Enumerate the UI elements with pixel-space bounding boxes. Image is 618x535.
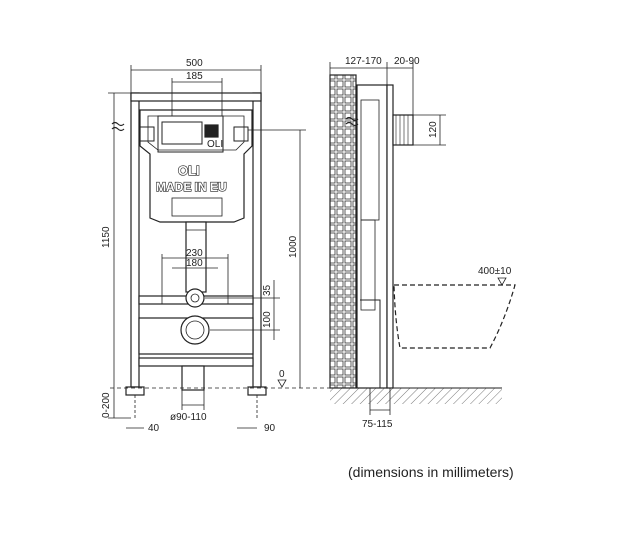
inlet-thread bbox=[395, 115, 409, 145]
units-caption: (dimensions in millimeters) bbox=[348, 464, 514, 480]
zero-marker-icon bbox=[277, 379, 287, 388]
side-water-inlet-icon bbox=[345, 116, 359, 127]
front-dimension-lines bbox=[108, 65, 306, 429]
brand-text: MADE IN EU bbox=[156, 180, 227, 194]
flush-plate-opening bbox=[157, 115, 224, 153]
flush-outlet-inner bbox=[190, 293, 200, 303]
dim-label-pipe: ø90-110 bbox=[170, 412, 207, 423]
dim-label-90: 90 bbox=[264, 423, 276, 434]
dim-label-35: 35 bbox=[262, 284, 273, 296]
dim-label-120: 120 bbox=[428, 121, 439, 138]
cistern-inner bbox=[147, 115, 245, 151]
dim-label-0-200: 0-200 bbox=[101, 392, 112, 418]
cistern-window bbox=[171, 197, 223, 217]
dim-label-180: 180 bbox=[186, 258, 203, 269]
drain-outlet-outer bbox=[180, 315, 210, 345]
dim-label-75-115: 75-115 bbox=[362, 419, 393, 430]
frame-top-rail bbox=[130, 92, 262, 102]
side-view bbox=[329, 74, 516, 404]
dim-label-0: 0 bbox=[279, 369, 285, 380]
flush-button-left bbox=[161, 121, 203, 145]
drain-outlet-inner bbox=[185, 320, 205, 340]
dim-label-127-170: 127-170 bbox=[345, 56, 382, 67]
dim-label-1000: 1000 bbox=[288, 235, 299, 258]
frame-left-upright bbox=[130, 92, 140, 388]
side-frame bbox=[356, 84, 388, 389]
dim-label-230: 230 bbox=[186, 248, 203, 259]
wall-hung-bowl bbox=[393, 284, 516, 349]
brick-wall bbox=[329, 74, 357, 389]
flush-button-right bbox=[204, 124, 219, 138]
front-view bbox=[110, 92, 330, 418]
flush-side-block-left bbox=[139, 126, 155, 142]
plate-logo: OLI bbox=[207, 139, 223, 150]
dim-label-20-90: 20-90 bbox=[394, 56, 420, 67]
brand-logo: OLI bbox=[178, 163, 200, 178]
flush-outlet-circle bbox=[185, 288, 205, 308]
flush-side-block-right bbox=[233, 126, 249, 142]
dim-label-40: 40 bbox=[148, 423, 160, 434]
bowl-height-marker-icon bbox=[497, 277, 507, 286]
dim-label-100: 100 bbox=[262, 311, 273, 328]
dim-label-500: 500 bbox=[186, 58, 203, 69]
bottom-rail bbox=[138, 357, 254, 367]
floor-slab bbox=[330, 388, 502, 404]
side-dimension-lines bbox=[329, 62, 507, 415]
frame-right-upright bbox=[252, 92, 262, 388]
dim-label-400: 400±10 bbox=[478, 266, 512, 277]
cistern-body bbox=[139, 109, 253, 223]
side-pipe bbox=[360, 219, 376, 311]
front-panel bbox=[386, 84, 394, 389]
dim-label-185: 185 bbox=[186, 71, 203, 82]
drain-pipe bbox=[181, 365, 205, 391]
dim-label-1150: 1150 bbox=[101, 226, 112, 248]
